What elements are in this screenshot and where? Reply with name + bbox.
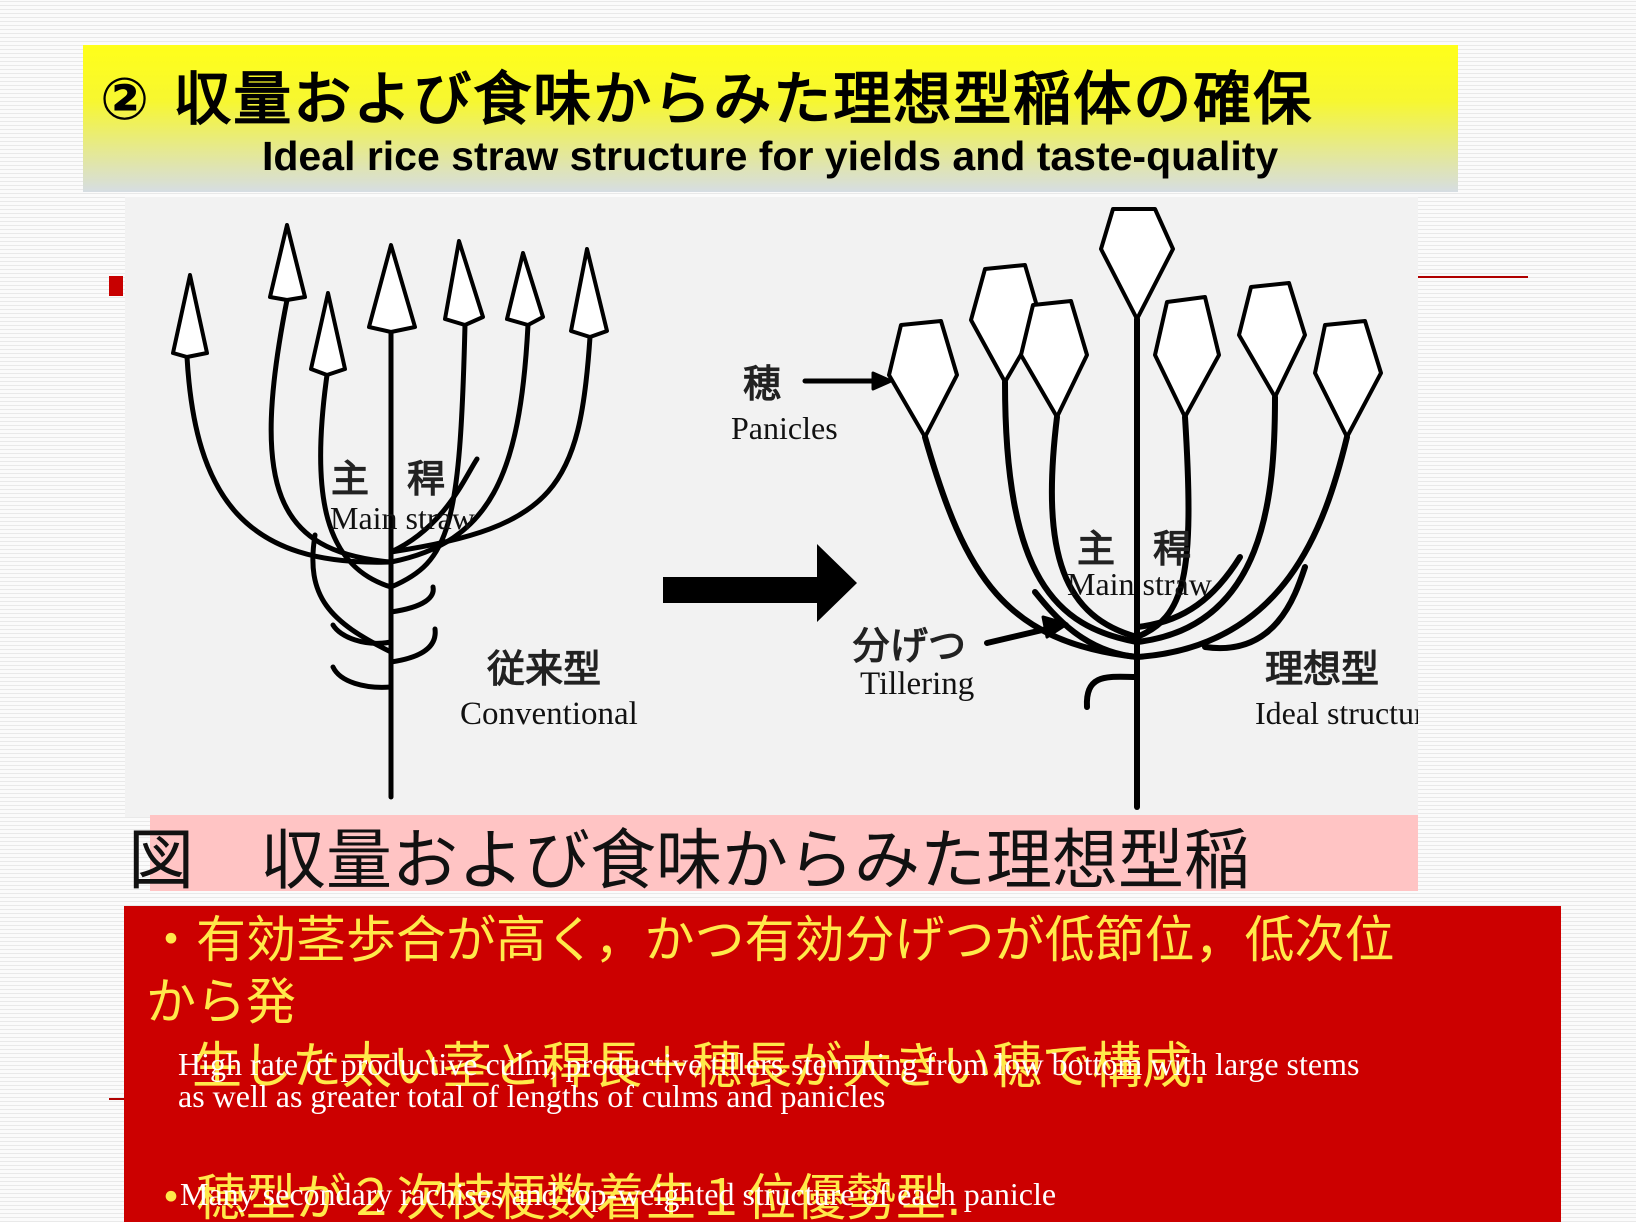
- notes-panel: ・有効茎歩合が高く，かつ有効分げつが低節位，低次位 から発 生した太い茎と稈長＋…: [124, 906, 1561, 1222]
- note-line-4-jp: ・穂型が２次枝梗数着生１位優勢型.: [146, 1169, 962, 1222]
- conventional-main-straw-jp: 主 稈: [331, 456, 445, 501]
- panicles-en: Panicles: [731, 410, 838, 446]
- ideal-panicles: [887, 207, 1383, 439]
- tiller-arrow-icon: [984, 624, 1058, 646]
- note-line-2-jp: から発: [146, 973, 296, 1031]
- page-title: ② 収量および食味からみた理想型稲体の確保: [100, 65, 1314, 133]
- decorative-square: [109, 276, 123, 296]
- tiller-arrow-head: [1041, 615, 1069, 639]
- ideal-type-en: Ideal structure: [1255, 695, 1418, 731]
- conventional-type-en: Conventional: [460, 696, 638, 732]
- note-line-1-jp: ・有効茎歩合が高く，かつ有効分げつが低節位，低次位: [146, 911, 1395, 969]
- rice-structure-diagram: 主 稈 Main straw 従来型 Conventional 穂 Panicl…: [171, 207, 1418, 810]
- note-line-3-jp: 生した太い茎と稈長＋穂長が大きい穂で構成.: [192, 1037, 1208, 1095]
- decorative-line: [1418, 276, 1528, 278]
- conventional-plant-drawing: [184, 297, 593, 800]
- conventional-type-jp: 従来型: [486, 646, 601, 691]
- figure-panel: 主 稈 Main straw 従来型 Conventional 穂 Panicl…: [125, 197, 1418, 817]
- tillering-jp: 分げつ: [852, 623, 966, 668]
- figure-caption: 図 収量および食味からみた理想型稲: [128, 822, 1250, 899]
- note-line-2-en: as well as greater total of lengths of c…: [178, 1078, 886, 1114]
- conventional-panicles: [171, 223, 609, 377]
- ideal-type-jp: 理想型: [1265, 646, 1379, 691]
- title-banner: [83, 45, 1458, 192]
- ideal-plant-drawing: [922, 316, 1350, 810]
- note-line-3-en: Many secondary rachises and top-weighted…: [180, 1176, 1057, 1212]
- ideal-main-straw-en: Main straw: [1067, 566, 1212, 602]
- decorative-line: [109, 1098, 125, 1100]
- caption-bar: [150, 815, 1418, 891]
- ideal-main-straw-jp: 主 稈: [1077, 526, 1191, 571]
- note-line-1-en: High rate of productive culm, productive…: [178, 1046, 1360, 1082]
- panicles-jp: 穂: [743, 361, 781, 406]
- big-arrow-icon: [663, 544, 857, 622]
- page-subtitle: Ideal rice straw structure for yields an…: [262, 133, 1279, 179]
- conventional-main-straw-en: Main straw: [330, 500, 475, 536]
- panicle-arrow-head: [871, 371, 893, 391]
- tillering-en: Tillering: [860, 666, 974, 702]
